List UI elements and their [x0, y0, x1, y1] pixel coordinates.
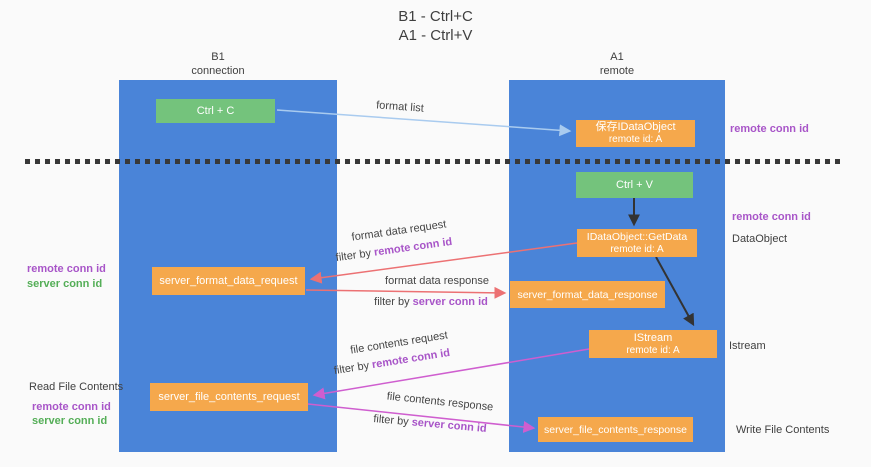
label-format-list: format list — [375, 99, 425, 115]
node-istream-title: IStream — [633, 331, 673, 344]
diagram-title-line2: A1 - Ctrl+V — [398, 27, 473, 44]
node-server-format-data-request: server_format_data_request — [152, 267, 305, 295]
label-file-contents-response: file contents response — [386, 390, 494, 414]
label-filter-server-1: filter by server conn id — [374, 296, 488, 308]
node-ctrl-c: Ctrl + C — [156, 99, 275, 123]
lane-a1-subtitle: remote — [599, 65, 635, 77]
filter-by-text: filter by — [372, 413, 413, 429]
lane-a1-name: A1 — [610, 51, 624, 63]
lane-header-a1: A1 remote — [567, 50, 667, 78]
diagram-title-line1: B1 - Ctrl+C — [398, 8, 473, 25]
label-format-data-response: format data response — [385, 275, 489, 287]
annot-dataobject: DataObject — [732, 233, 788, 245]
node-server-file-contents-response: server_file_contents_response — [538, 417, 693, 442]
annot-remote-conn-id-file: remote conn id — [32, 401, 111, 413]
node-server-format-data-response: server_format_data_response — [510, 281, 665, 308]
node-idataobject-getdata: IDataObject::GetData remote id: A — [577, 229, 697, 257]
node-server-file-contents-request: server_file_contents_request — [150, 383, 308, 411]
node-getdata-title: IDataObject::GetData — [586, 230, 688, 243]
lane-header-b1: B1 connection — [168, 50, 268, 78]
annot-read-file-contents: Read File Contents — [29, 381, 124, 393]
filter-by-text: filter by — [374, 296, 413, 308]
server-conn-id-text: server conn id — [411, 416, 488, 435]
annot-write-file-contents: Write File Contents — [736, 424, 830, 436]
copy-paste-divider — [25, 159, 842, 164]
filter-by-text: filter by — [333, 359, 374, 378]
annot-remote-conn-id-getdata: remote conn id — [732, 211, 811, 223]
annot-remote-conn-id-save: remote conn id — [730, 123, 809, 135]
node-istream: IStream remote id: A — [589, 330, 717, 358]
annot-remote-conn-id-format: remote conn id — [27, 263, 106, 275]
node-save-idataobject: 保存IDataObject remote id: A — [576, 120, 695, 147]
server-conn-id-text: server conn id — [412, 296, 488, 308]
node-getdata-remote-id: remote id: A — [610, 243, 664, 255]
node-istream-remote-id: remote id: A — [626, 344, 680, 356]
annot-server-conn-id-file: server conn id — [32, 415, 108, 427]
remote-conn-id-text: remote conn id — [373, 235, 453, 259]
lane-b1-name: B1 — [211, 51, 225, 63]
filter-by-text: filter by — [335, 246, 375, 265]
node-save-idataobject-remote-id: remote id: A — [608, 134, 663, 145]
lane-b1-subtitle: connection — [191, 65, 245, 77]
annot-istream: Istream — [729, 340, 766, 352]
label-filter-server-2: filter by server conn id — [373, 413, 487, 435]
node-ctrl-v: Ctrl + V — [576, 172, 693, 198]
node-save-idataobject-title: 保存IDataObject — [595, 121, 676, 133]
annot-server-conn-id-format: server conn id — [27, 278, 103, 290]
